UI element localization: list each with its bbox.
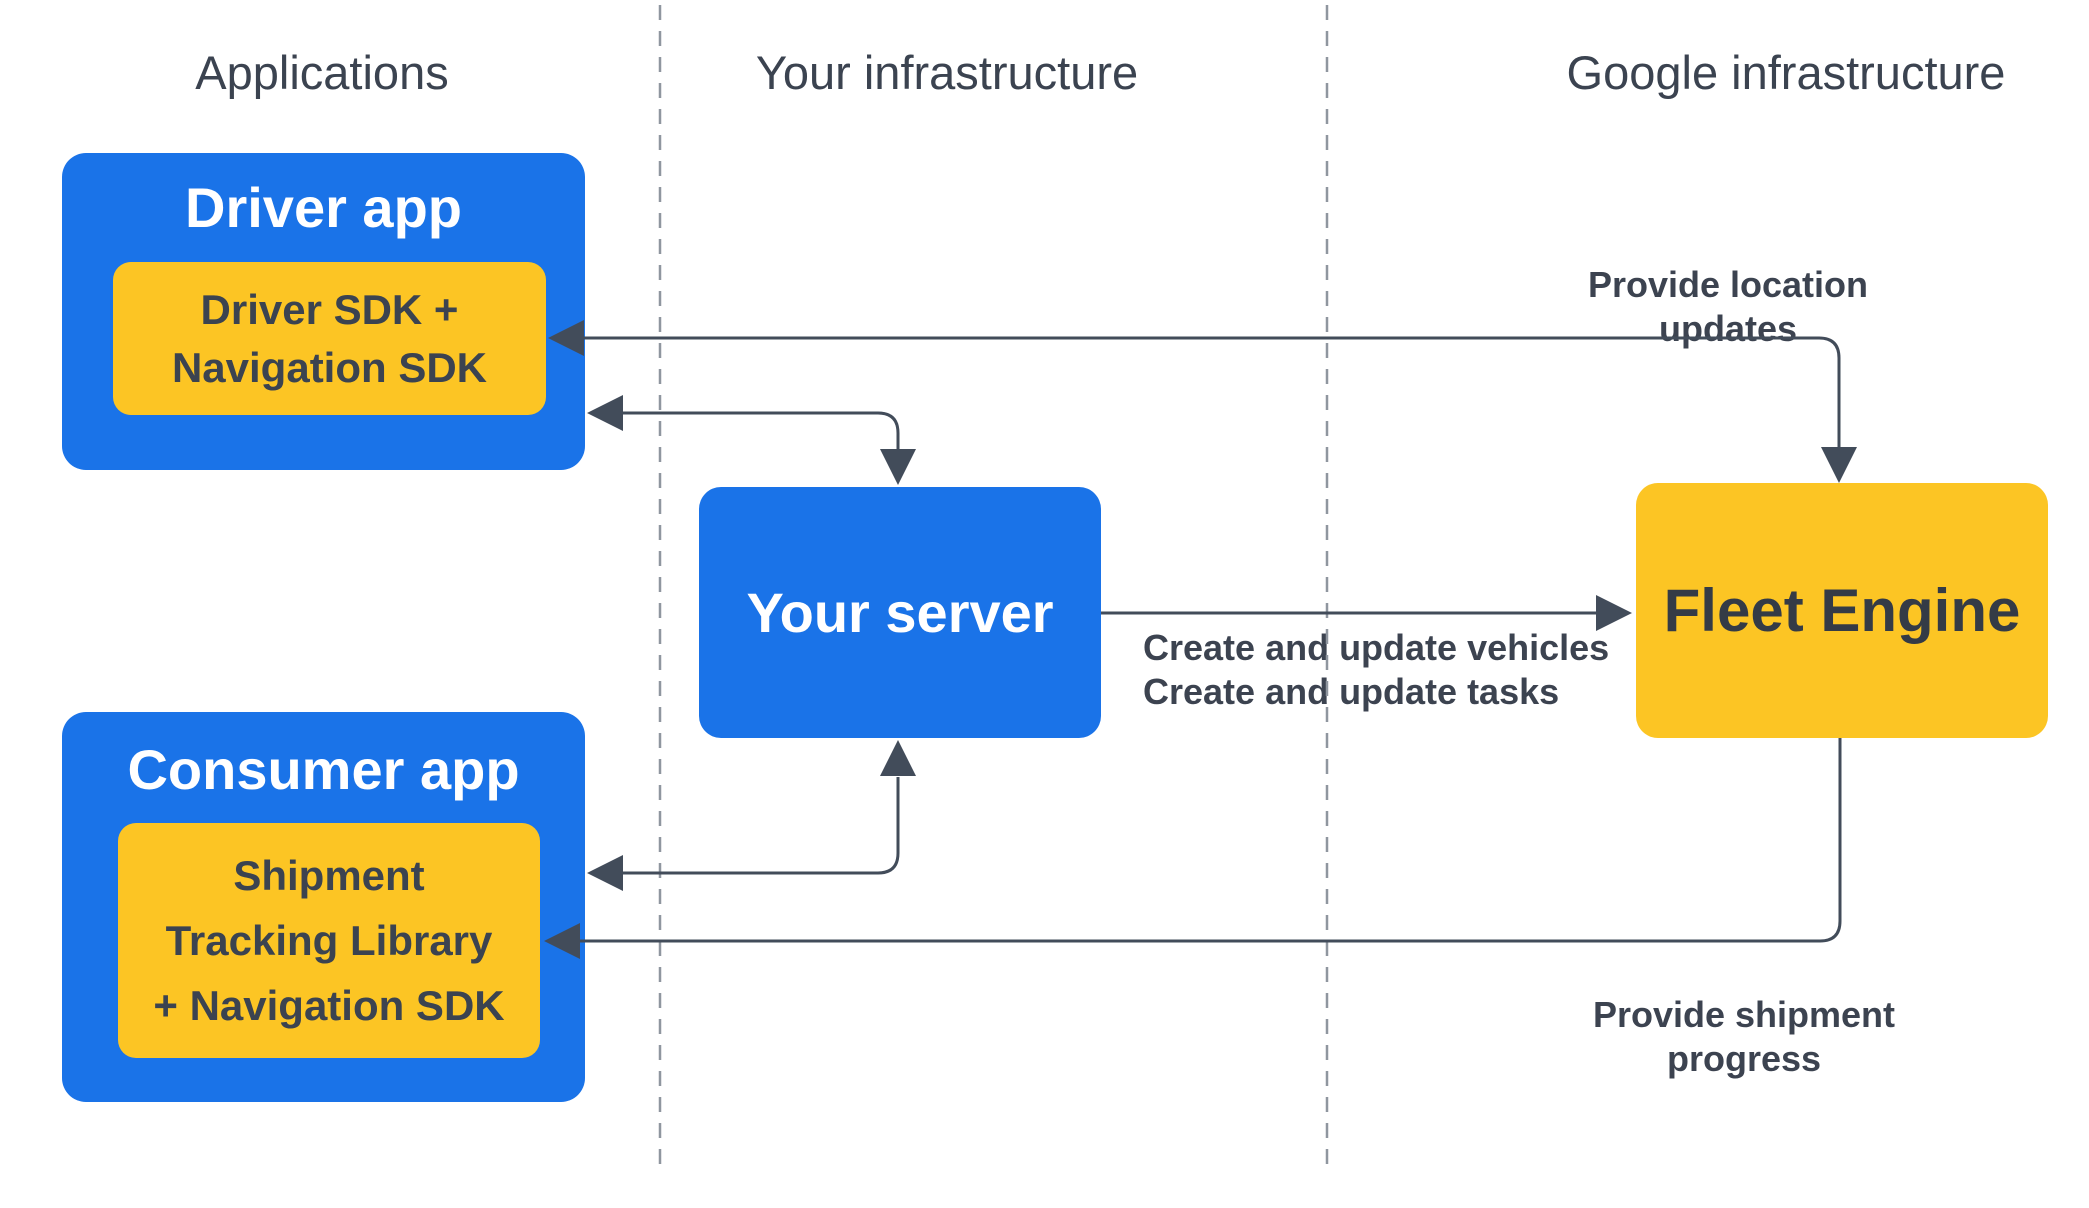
arrow-provide-shipment-progress <box>544 738 1842 959</box>
column-header-applications: Applications <box>195 46 449 99</box>
shipment-lib-line-3: + Navigation SDK <box>153 982 505 1029</box>
driver-sdk-line-1: Driver SDK + <box>200 285 459 333</box>
label-provide-location-updates: Provide location updates <box>1587 264 1869 349</box>
label-create-and-update: Create and update vehicles Create and up… <box>1143 626 1609 714</box>
consumer-app-title: Consumer app <box>127 738 520 801</box>
shipment-lib-line-1: Shipment <box>233 852 425 899</box>
driver-app-title: Driver app <box>185 176 462 239</box>
label-create-tasks: Create and update tasks <box>1143 671 1560 712</box>
arrowhead-up-into-your-server <box>880 740 916 776</box>
driver-sdk-line-2: Navigation SDK <box>171 343 488 391</box>
consumer-app-node: Consumer app Shipment Tracking Library +… <box>62 712 585 1102</box>
arrowhead-left-into-driver-app <box>587 395 623 431</box>
fleet-engine-node: Fleet Engine <box>1636 483 2048 738</box>
column-header-google-infrastructure: Google infrastructure <box>1566 46 2006 99</box>
column-header-your-infrastructure: Your infrastructure <box>755 46 1139 99</box>
driver-app-node: Driver app Driver SDK + Navigation SDK <box>62 153 585 470</box>
fleet-engine-title: Fleet Engine <box>1663 577 2021 644</box>
arrowhead-down-into-your-server <box>880 449 916 485</box>
your-server-title: Your server <box>746 581 1054 644</box>
driver-sdk-node: Driver SDK + Navigation SDK <box>113 262 546 415</box>
arrowhead-down-into-fleet-engine <box>1821 447 1857 483</box>
shipment-lib-line-2: Tracking Library <box>165 917 493 964</box>
label-create-vehicles: Create and update vehicles <box>1143 627 1610 668</box>
your-server-node: Your server <box>699 487 1101 738</box>
arrow-consumer-app-your-server <box>587 740 916 891</box>
shipment-tracking-library-node: Shipment Tracking Library + Navigation S… <box>118 823 540 1058</box>
arrowhead-left-into-consumer-app <box>587 855 623 891</box>
arrow-driver-app-your-server <box>587 395 916 485</box>
label-provide-shipment-progress: Provide shipment progress <box>1592 994 1896 1079</box>
